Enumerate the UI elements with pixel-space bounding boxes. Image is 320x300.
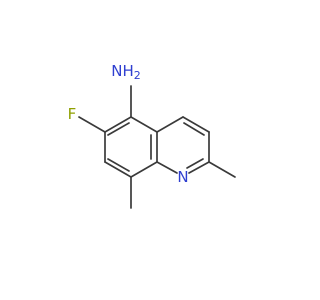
- bond-c2-n1-inner: [186, 158, 204, 169]
- bond-c6-f: [78, 116, 106, 133]
- bond-c4a-c5: [130, 116, 158, 133]
- amine-label: NH2: [111, 62, 141, 82]
- bond-c8-c8a: [130, 161, 158, 178]
- nitrogen-label: N: [177, 168, 188, 186]
- fluorine-label: F: [68, 105, 77, 123]
- bond-layer: [78, 85, 236, 209]
- bond-c5-c6: [104, 116, 132, 133]
- bond-c4-c3-inner: [183, 122, 205, 136]
- bond-c7-c8-inner: [107, 158, 130, 172]
- bond-c4-c3: [182, 116, 210, 133]
- atom-label-layer: NH2 F N: [68, 62, 189, 186]
- amine-label-main: NH: [111, 62, 134, 80]
- bond-c5-c6-inner: [107, 122, 130, 136]
- bond-c2-methyl: [208, 161, 236, 178]
- bond-n1-c8a: [156, 161, 178, 174]
- molecule-structure-canvas: NH2 F N: [68, 62, 236, 209]
- bond-c2-n1: [188, 161, 210, 174]
- bond-c7-c8: [104, 161, 132, 178]
- bond-c4a-c4: [156, 116, 184, 133]
- amine-label-subscript: 2: [134, 69, 141, 82]
